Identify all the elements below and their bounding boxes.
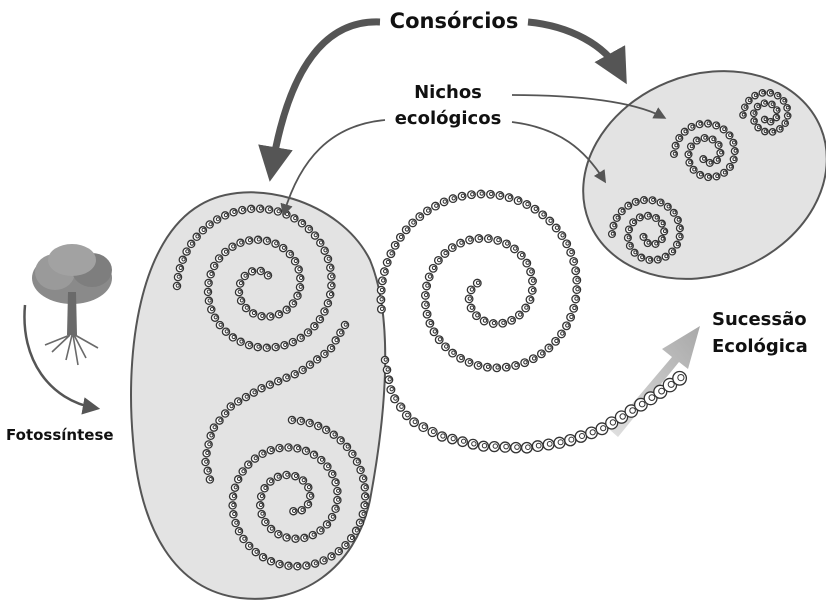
consorcios-label: Consórcios — [390, 9, 519, 33]
consortium-ellipse-right — [552, 35, 826, 314]
tree-icon — [32, 244, 112, 365]
consorcios-arrow-left — [272, 22, 380, 168]
nichos-arrow-left — [284, 120, 385, 213]
consorcios-arrow-right — [528, 22, 620, 72]
fotossintese-label: Fotossíntese — [6, 426, 114, 444]
sucessao-label-line1: Sucessão — [712, 309, 807, 330]
nichos-label-line2: ecológicos — [395, 108, 502, 129]
nichos-label-line1: Nichos — [414, 82, 482, 103]
sucessao-label-line2: Ecológica — [712, 336, 808, 357]
